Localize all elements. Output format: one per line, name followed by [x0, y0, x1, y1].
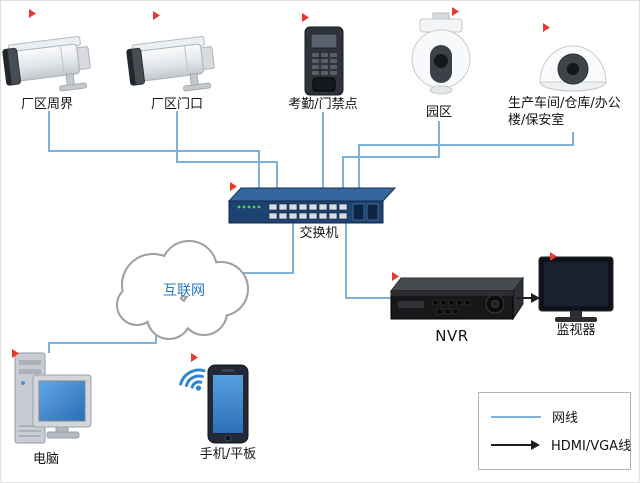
hdmi-vga-cable [517, 293, 540, 303]
bullet-camera-gate-icon [125, 34, 218, 98]
legend: 网线 HDMI/VGA线 [478, 392, 631, 470]
dome-camera-icon [539, 45, 607, 92]
label-access-control: 考勤/门禁点 [288, 97, 358, 112]
red-triangle-marker [392, 272, 399, 281]
legend-label-network-cable: 网线 [552, 411, 579, 426]
red-triangle-marker [191, 353, 198, 362]
monitor-icon [538, 256, 614, 322]
network-cables [48, 111, 574, 353]
desktop-computer-icon [14, 352, 92, 444]
red-triangle-marker [29, 9, 36, 18]
cable-ptz-to-switch [342, 121, 440, 193]
label-camera-perimeter: 厂区周界 [20, 97, 74, 112]
red-triangle-marker [230, 182, 237, 191]
red-triangle-marker [452, 7, 459, 16]
bullet-camera-perimeter-icon [1, 34, 94, 98]
ptz-camera-icon [411, 12, 471, 95]
label-ptz-camera: 园区 [425, 105, 453, 120]
cable-switch-to-internet [236, 223, 294, 274]
legend-label-hdmi-vga: HDMI/VGA线 [551, 439, 632, 454]
red-triangle-marker [302, 13, 309, 22]
red-watermark-markers [12, 7, 557, 362]
label-switch: 交换机 [299, 226, 339, 241]
label-nvr: NVR [435, 327, 469, 345]
legend-item-hdmi-vga: HDMI/VGA线 [491, 435, 631, 454]
network-cable-line-sample [491, 415, 541, 418]
red-triangle-marker [153, 11, 160, 20]
arrow-head-icon [531, 439, 540, 450]
cable-internet-to-computer [48, 327, 157, 353]
cable-camera-gate-to-switch [176, 111, 278, 193]
red-triangle-marker [543, 23, 550, 32]
smartphone-icon [207, 364, 249, 444]
hdmi-vga-line-sample [491, 443, 531, 446]
label-camera-gate: 厂区门口 [150, 97, 204, 112]
label-internet: 互联网 [163, 283, 205, 299]
wifi-signal-icon [179, 368, 206, 391]
red-triangle-marker [12, 349, 19, 358]
label-mobile: 手机/平板 [199, 447, 257, 462]
label-dome-camera: 生产车间/仓库/办公 楼/保安室 [508, 96, 621, 128]
label-computer: 电脑 [32, 452, 60, 467]
internet-cloud-icon [116, 240, 249, 340]
nvr-device-icon [389, 276, 525, 321]
legend-item-network-cable: 网线 [491, 407, 578, 426]
cable-switch-to-nvr [345, 223, 393, 299]
red-triangle-marker [550, 252, 557, 261]
cable-camera-perimeter-to-switch [48, 111, 260, 193]
access-control-device-icon [304, 26, 344, 96]
label-monitor: 监视器 [556, 323, 596, 338]
cable-dome-to-switch [358, 132, 574, 193]
network-switch-icon [227, 187, 397, 224]
